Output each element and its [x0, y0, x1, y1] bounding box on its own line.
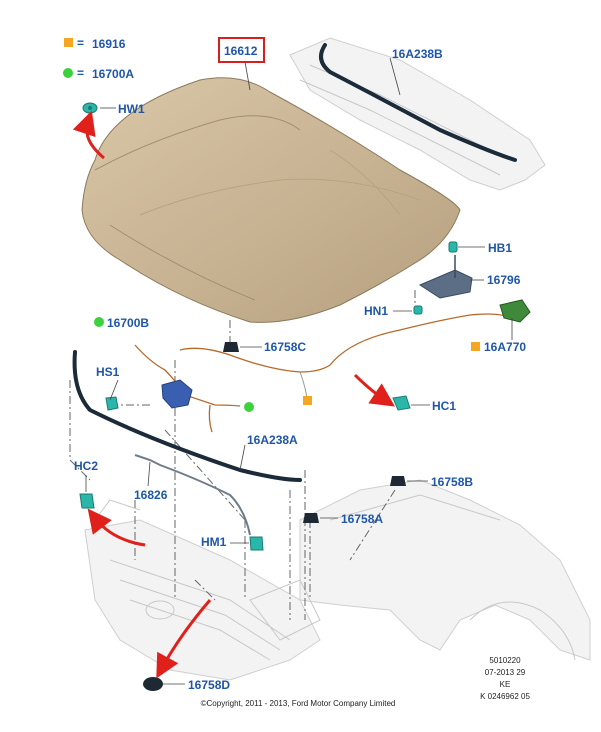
reference-line-1: 5010220 [489, 656, 521, 665]
bumper-16758c [223, 342, 239, 352]
reference-line-2: 07-2013 29 [485, 668, 526, 677]
hb1-bolt [448, 241, 458, 253]
label-front-seal-16a238a: 16A238A [247, 433, 298, 447]
hood-panel [81, 77, 461, 323]
release-handle-16a770 [499, 299, 531, 323]
hood-latch [161, 379, 193, 409]
prop-rod-16826 [134, 454, 251, 536]
label-hn1: HN1 [364, 304, 388, 318]
label-hc1: HC1 [432, 399, 456, 413]
copyright-notice: ©Copyright, 2011 - 2013, Ford Motor Comp… [201, 699, 396, 708]
release-cable [179, 313, 511, 373]
label-harness-16700b: 16700B [107, 316, 149, 330]
label-bumper-16758d: 16758D [188, 678, 230, 692]
label-hm1: HM1 [201, 535, 227, 549]
reference-line-3: KE [500, 680, 511, 689]
label-prop-16826: 16826 [134, 488, 168, 502]
legend-equals-green: = [77, 66, 84, 80]
leader-lines [85, 57, 513, 685]
label-bumper-16758c: 16758C [264, 340, 306, 354]
label-release-16a770: 16A770 [484, 340, 526, 354]
label-hood-16612: 16612 [224, 44, 258, 58]
cowl-seal-16a238b [319, 43, 517, 162]
label-cowl-seal-16a238b: 16A238B [392, 47, 443, 61]
label-hw1: HW1 [118, 102, 145, 116]
front-end-ghost [84, 479, 591, 681]
legend-equals-orange: = [77, 36, 84, 50]
hm1-clip [249, 536, 264, 551]
hc2-clip [79, 493, 95, 509]
hn1-nut [413, 305, 423, 315]
green-marker-harness [244, 402, 254, 412]
arrow-hc1 [353, 373, 395, 407]
orange-marker-16a770 [471, 342, 480, 351]
legend-orange-swatch [64, 38, 73, 47]
reference-line-4: K 0246962 05 [480, 692, 530, 701]
hood-label-highlight-box [218, 37, 265, 63]
label-striker-16796: 16796 [487, 273, 521, 287]
striker-16796 [418, 255, 473, 299]
bumper-16758d [143, 677, 163, 691]
legend: = 16916 = 16700A [63, 36, 134, 81]
bumper-16758b [390, 476, 406, 486]
legend-orange-part: 16916 [92, 37, 126, 51]
legend-green-part: 16700A [92, 67, 134, 81]
label-bumper-16758b: 16758B [431, 475, 473, 489]
hs1-screw [105, 396, 119, 411]
arrow-hw1 [72, 110, 105, 160]
green-marker-16700b [94, 317, 104, 327]
orange-marker-cable [303, 396, 312, 405]
label-bumper-16758a: 16758A [341, 512, 383, 526]
reference-block: 5010220 07-2013 29 KE K 0246962 05 [480, 656, 530, 701]
hc1-clip [392, 395, 411, 411]
assembly-guide-lines [69, 290, 416, 620]
arrow-hc2 [87, 508, 146, 547]
arrow-16758d [156, 599, 212, 679]
label-hb1: HB1 [488, 241, 512, 255]
bumper-16758a [303, 513, 319, 523]
front-seal-16a238a [72, 350, 302, 482]
label-hs1: HS1 [96, 365, 120, 379]
hw1-clip [82, 102, 98, 114]
legend-green-swatch [63, 68, 73, 78]
label-hc2: HC2 [74, 459, 98, 473]
